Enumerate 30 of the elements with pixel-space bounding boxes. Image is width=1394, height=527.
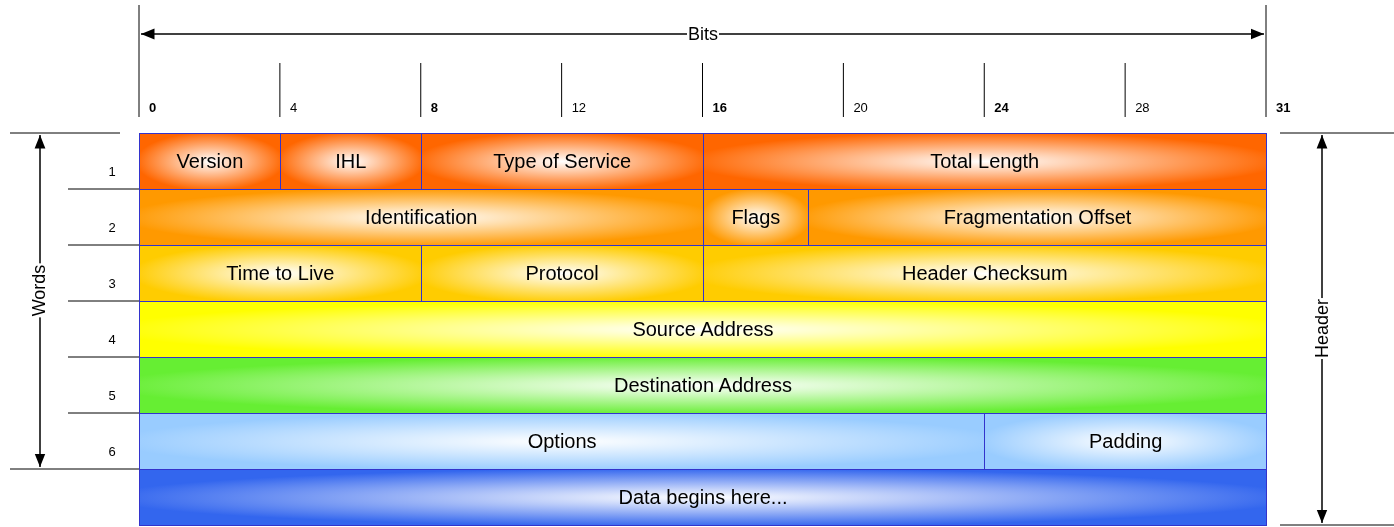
bit-number: 8	[430, 100, 438, 115]
word-number: 3	[108, 275, 116, 291]
bit-number: 12	[571, 100, 587, 115]
bit-number: 0	[149, 100, 157, 115]
header-field-box: Flags	[702, 189, 810, 246]
bit-number: 4	[289, 100, 298, 115]
word-number: 1	[108, 163, 116, 179]
bit-number: 20	[853, 100, 868, 115]
bit-number: 31	[1276, 100, 1291, 115]
word-number: 6	[108, 443, 116, 459]
word-number: 5	[108, 387, 116, 403]
bit-number: 16	[712, 100, 727, 115]
bit-number: 28	[1135, 100, 1150, 115]
header-field-box: Data begins here...	[139, 469, 1267, 526]
bit-number: 24	[994, 100, 1009, 115]
header-field-box: Identification	[139, 189, 704, 246]
word-number: 4	[108, 331, 116, 347]
header-field-box: Header Checksum	[702, 245, 1267, 302]
header-field-box: Time to Live	[139, 245, 422, 302]
header-field-box: Options	[139, 413, 986, 470]
word-number: 2	[108, 219, 116, 235]
header-field-box: Fragmentation Offset	[808, 189, 1267, 246]
header-field-box: IHL	[279, 133, 422, 190]
header-field-box: Total Length	[702, 133, 1267, 190]
header-field-box: Padding	[984, 413, 1267, 470]
header-field-box: Type of Service	[420, 133, 704, 190]
header-field-box: Source Address	[139, 301, 1267, 358]
header-field-box: Destination Address	[139, 357, 1267, 414]
header-field-box: Protocol	[420, 245, 704, 302]
header-field-box: Version	[139, 133, 281, 190]
